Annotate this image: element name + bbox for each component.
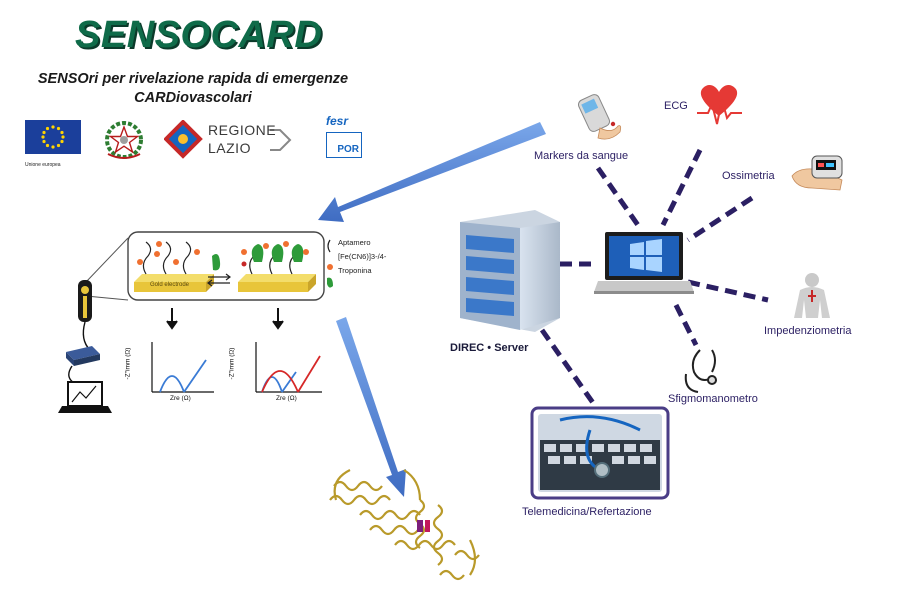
nyquist-right-red-curve [261, 370, 299, 393]
project-subtitle: SENSOri per rivelazione rapida di emerge… [22, 70, 364, 108]
sensor-panel [127, 231, 325, 301]
eu-flag-icon [25, 120, 81, 154]
label-ecg: ECG [664, 100, 688, 112]
project-title: SENSOCARD [75, 14, 323, 56]
sensor-legend: Aptamero [Fe(CN6)]3-/4- Troponina [338, 236, 386, 278]
eu-logo: Unione europea [25, 120, 81, 168]
link-impedenziometria [687, 279, 769, 303]
legend-ferricyanide: [Fe(CN6)]3-/4- [338, 252, 387, 261]
subtitle-line-1: SENSOri per rivelazione rapida di emerge… [37, 71, 349, 87]
region-line-2: LAZIO [208, 140, 251, 156]
italian-emblem-logo [103, 118, 145, 167]
subtitle-line-2: CARDiovascolari [134, 90, 252, 106]
pulse-oximeter-icon [791, 155, 843, 191]
lazio-emblem-icon [164, 120, 292, 159]
emblem-icon [105, 121, 143, 159]
nyquist-plot-left [151, 342, 214, 393]
regione-lazio-logo: REGIONE LAZIO [164, 120, 304, 160]
nyquist-left-blue-tail [183, 359, 207, 393]
nyquist-left-ylabel: -Z''imm (Ω) [124, 347, 132, 380]
legend-aptamero: Aptamero [338, 238, 371, 247]
stethoscope-icon [684, 349, 717, 393]
nyquist-right-blue-tail [281, 371, 297, 393]
link-ecg [660, 148, 703, 227]
protein-ligand-icon [417, 520, 430, 532]
electrode-label: Gold electrode [150, 282, 190, 288]
nyquist-right-xlabel: Zre (Ω) [276, 395, 297, 402]
nyquist-plot-right [255, 342, 322, 393]
server-icon [460, 210, 560, 332]
label-telemedicina: Telemedicina/Refertazione [522, 506, 652, 518]
label-ossimetria: Ossimetria [722, 170, 775, 182]
label-sfigmomanometro: Sfigmomanometro [668, 393, 758, 405]
label-server: DIREC • Server [450, 342, 529, 354]
por-text: POR [337, 144, 359, 155]
sensor-down-arrows [166, 308, 284, 330]
ecg-heart-icon [697, 85, 742, 125]
nyquist-left-xlabel: Zre (Ω) [170, 395, 191, 402]
link-ossimetria [686, 195, 754, 243]
electrode-probe-icon [78, 237, 129, 351]
aptamer-legend-icon [327, 239, 331, 253]
link-telemedicina [539, 328, 601, 412]
nyquist-right-ylabel: -Z''imm (Ω) [228, 347, 236, 380]
network-links [539, 148, 769, 412]
fesr-por-logo: fesr POR [326, 114, 366, 164]
blood-marker-device-icon [577, 94, 622, 140]
nyquist-left-blue-curve [159, 375, 185, 393]
protein-structure-icon [329, 469, 480, 581]
fesr-text: fesr [326, 114, 349, 128]
region-line-1: REGIONE [208, 122, 277, 138]
label-markers-da-sangue: Markers da sangue [534, 150, 629, 162]
ferricyanide-legend-icon [327, 264, 333, 270]
potentiostat-icon [66, 346, 100, 385]
left-laptop-icon [58, 381, 112, 413]
nyquist-right-red-tail [297, 355, 321, 393]
troponin-legend-icon [327, 277, 333, 288]
link-markers [595, 166, 643, 230]
arrow-network-to-sensor [318, 122, 546, 222]
eu-caption: Unione europea [25, 162, 61, 168]
legend-troponina: Troponina [338, 266, 372, 275]
laptop-icon [594, 232, 694, 294]
telemedicine-panel [530, 406, 670, 500]
link-sfigmomanometro [673, 303, 699, 347]
sensor-legend-glyphs [327, 239, 333, 288]
arrow-sensor-to-protein [336, 317, 406, 497]
label-impedenziometria: Impedenziometria [764, 325, 852, 337]
impedance-body-icon [794, 273, 830, 318]
